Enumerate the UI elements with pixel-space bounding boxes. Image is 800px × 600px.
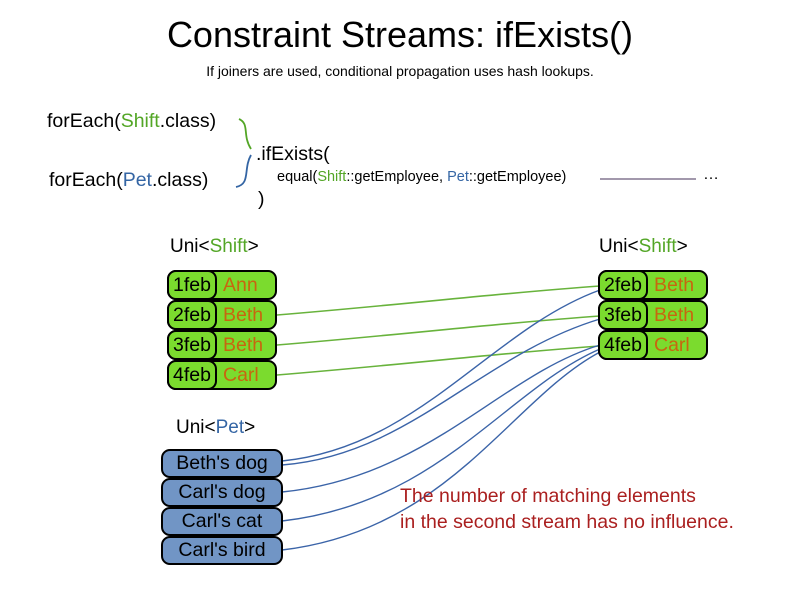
pet-row-carls-cat: Carl's cat <box>161 507 283 536</box>
label-text: > <box>244 417 256 438</box>
code-text: .class) <box>159 110 217 132</box>
shift-date: 3feb <box>167 330 217 360</box>
edge-beths-dog-to-2feb <box>281 289 601 462</box>
shift-date: 3feb <box>598 300 648 330</box>
label-text: Uni< <box>599 236 639 257</box>
pet-row-carls-dog: Carl's dog <box>161 478 283 507</box>
label-text: Uni< <box>176 417 216 438</box>
label-text: > <box>247 236 259 257</box>
shift-date: 2feb <box>167 300 217 330</box>
code-foreach-pet: forEach(Pet.class) <box>49 169 208 192</box>
pet-row-beths-dog: Beth's dog <box>161 449 283 478</box>
code-text: ::getEmployee, <box>346 169 448 185</box>
shift-class-token: Shift <box>317 169 347 185</box>
right-shift-stream-label: Uni<Shift> <box>599 236 688 258</box>
code-text: ::getEmployee) <box>468 169 567 185</box>
shift-employee: Carl <box>223 363 259 386</box>
shift-row-2feb-beth: 2feb Beth <box>598 270 708 300</box>
shift-row-4feb-carl: 4feb Carl <box>167 360 277 390</box>
shift-employee: Beth <box>223 333 264 356</box>
shift-row-2feb-beth: 2feb Beth <box>167 300 277 330</box>
code-ifexists: .ifExists( <box>256 143 330 165</box>
shift-class-token: Shift <box>120 110 160 132</box>
edge-carls-cat-to-4feb <box>281 348 601 522</box>
brace-upper-shift <box>238 118 252 150</box>
code-close-paren: ) <box>258 188 265 210</box>
code-text: forEach( <box>49 169 123 191</box>
edge-left3feb-to-right3feb <box>276 315 601 346</box>
code-foreach-shift: forEach(Shift.class) <box>47 110 216 133</box>
note-text: The number of matching elements in the s… <box>400 483 734 535</box>
code-text: equal( <box>277 169 318 185</box>
brace-lower-pet <box>235 154 252 188</box>
right-shift-table: 2feb Beth 3feb Beth 4feb Carl <box>598 270 708 360</box>
shift-employee: Beth <box>223 303 264 326</box>
shift-employee: Ann <box>223 273 258 296</box>
shift-row-4feb-carl: 4feb Carl <box>598 330 708 360</box>
note-line-1: The number of matching elements <box>400 485 696 507</box>
edge-carls-bird-to-4feb <box>281 351 601 551</box>
left-shift-stream-label: Uni<Shift> <box>170 236 259 258</box>
left-shift-table: 1feb Ann 2feb Beth 3feb Beth 4feb Carl <box>167 270 277 390</box>
page-title: Constraint Streams: ifExists() <box>166 14 634 55</box>
shift-class-token: Shift <box>209 236 248 257</box>
code-text: forEach( <box>47 110 121 132</box>
shift-row-3feb-beth: 3feb Beth <box>167 330 277 360</box>
code-text: .class) <box>151 169 209 191</box>
page-subtitle: If joiners are used, conditional propaga… <box>206 63 594 79</box>
shift-employee: Beth <box>654 273 695 296</box>
shift-employee: Carl <box>654 333 690 356</box>
edge-left2feb-to-right2feb <box>276 285 601 316</box>
edge-left4feb-to-right4feb <box>276 345 601 376</box>
pet-stream-label: Uni<Pet> <box>176 417 255 439</box>
shift-date: 4feb <box>598 330 648 360</box>
pet-class-token: Pet <box>122 169 152 191</box>
code-ellipsis: … <box>703 166 719 183</box>
shift-employee: Beth <box>654 303 695 326</box>
note-line-2: in the second stream has no influence. <box>400 511 734 533</box>
edge-beths-dog-to-3feb <box>281 318 601 466</box>
shift-date: 2feb <box>598 270 648 300</box>
pet-class-token: Pet <box>447 169 469 185</box>
code-equal-joiner: equal(Shift::getEmployee, Pet::getEmploy… <box>277 169 566 185</box>
label-text: > <box>676 236 688 257</box>
pet-row-carls-bird: Carl's bird <box>161 536 283 565</box>
pet-table: Beth's dog Carl's dog Carl's cat Carl's … <box>161 449 283 565</box>
shift-row-3feb-beth: 3feb Beth <box>598 300 708 330</box>
label-text: Uni< <box>170 236 210 257</box>
edge-carls-dog-to-4feb <box>281 344 601 493</box>
shift-date: 4feb <box>167 360 217 390</box>
shift-date: 1feb <box>167 270 217 300</box>
shift-row-1feb-ann: 1feb Ann <box>167 270 277 300</box>
pet-class-token: Pet <box>215 417 245 438</box>
shift-class-token: Shift <box>638 236 677 257</box>
